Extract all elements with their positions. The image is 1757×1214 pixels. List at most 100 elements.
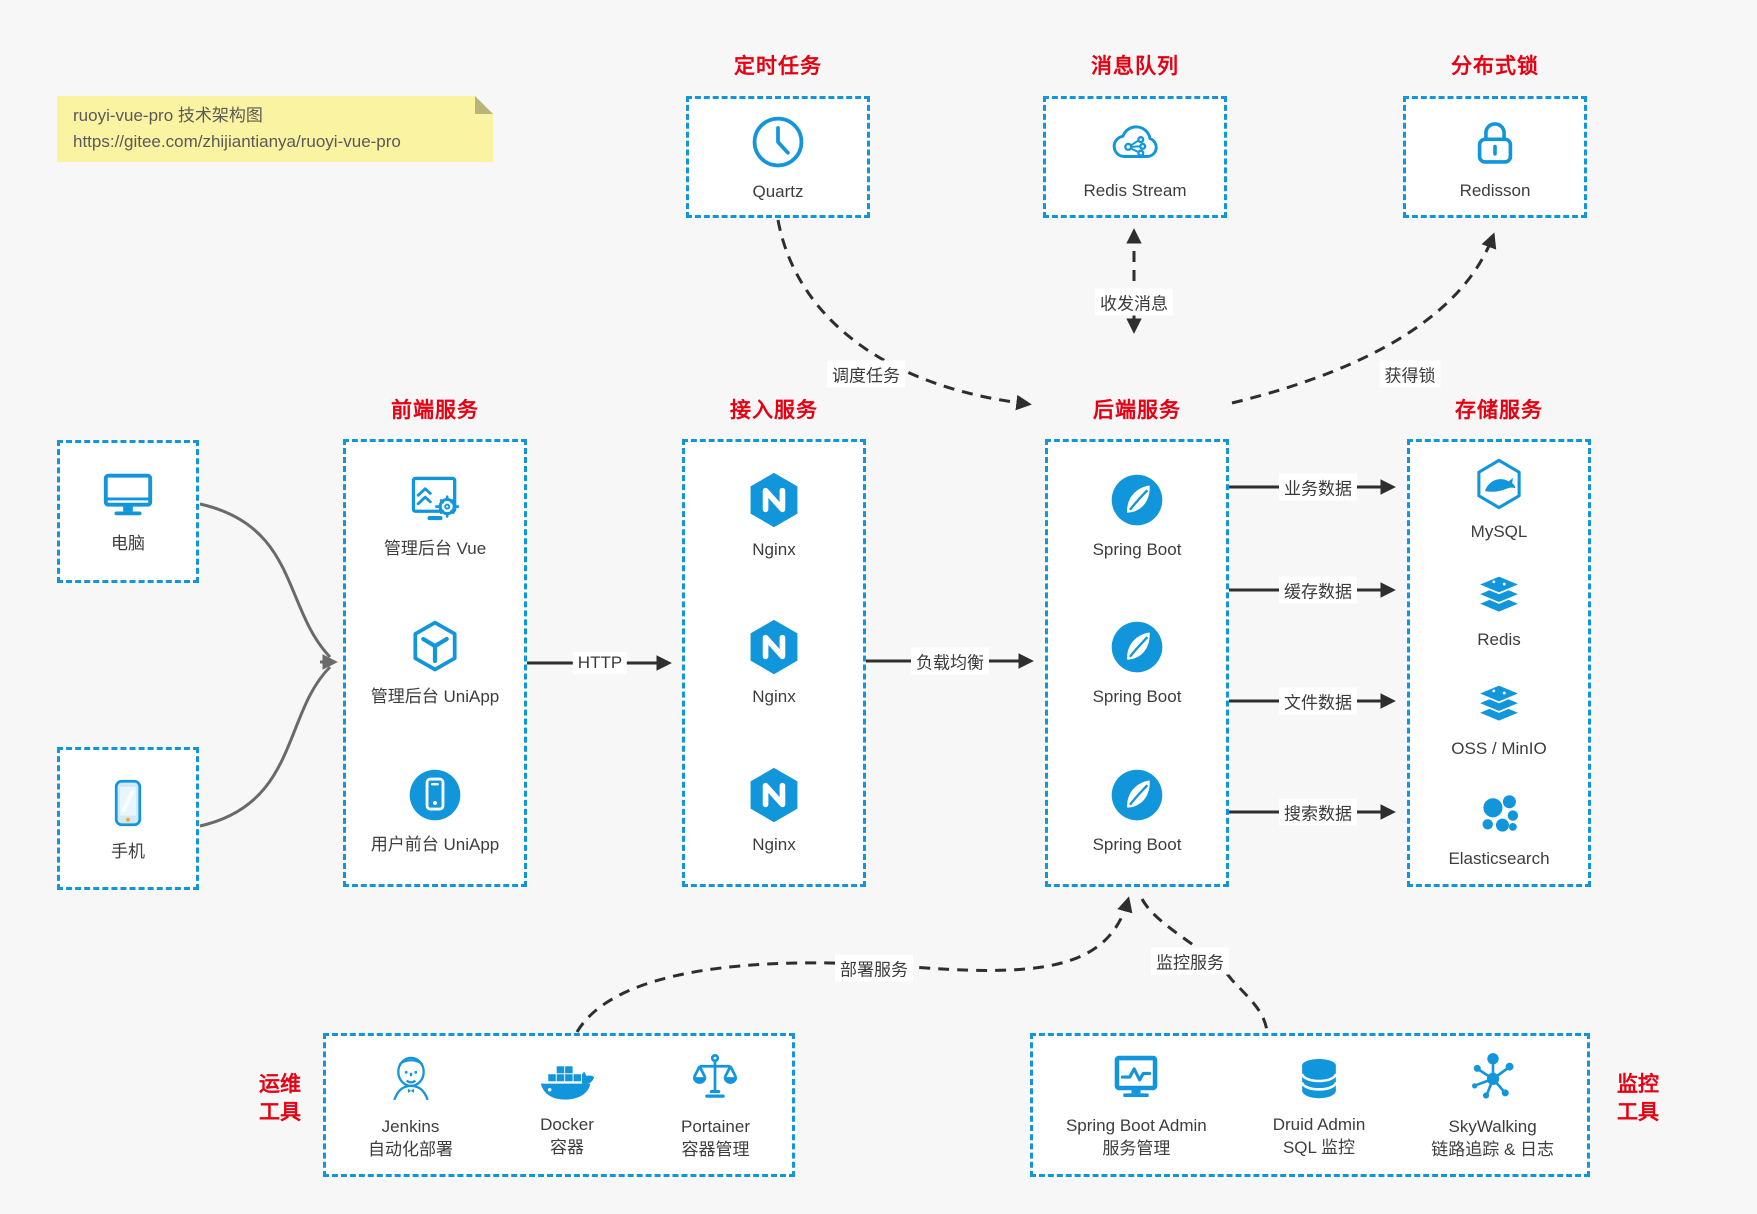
service-docker: Docker 容器 (537, 1051, 597, 1159)
service-mysql: MySQL (1470, 456, 1528, 543)
service-label: MySQL (1470, 521, 1528, 541)
service-label: Portainer 容器管理 (681, 1117, 750, 1159)
service-elasticsearch: Elasticsearch (1448, 787, 1550, 870)
client-phone-curve (199, 665, 332, 828)
section-title-message-queue: 消息队列 (1091, 55, 1179, 78)
service-label: Docker 容器 (540, 1115, 594, 1157)
service-label: Spring Boot (1092, 687, 1182, 707)
note-url: https://gitee.com/zhijiantianya/ruoyi-vu… (73, 132, 401, 151)
service-user-uniapp: 用户前台 UniApp (371, 765, 499, 856)
service-redis: Redis (1471, 570, 1527, 651)
load-balance-label: 负载均衡 (911, 647, 989, 675)
panel-frontend: 管理后台 Vue 管理后台 UniApp 用户前台 UniApp (343, 439, 527, 887)
service-druid-admin: Druid Admin SQL 监控 (1272, 1051, 1366, 1159)
service-jenkins: Jenkins 自动化部署 (368, 1049, 453, 1161)
spring-boot-admin-icon (1107, 1050, 1165, 1106)
service-redisson: Redisson (1459, 113, 1531, 202)
section-title-ops-tools: 运维 工具 (259, 1073, 301, 1124)
note-title: ruoyi-vue-pro 技术架构图 (73, 106, 263, 125)
docker-icon (537, 1051, 597, 1105)
skywalking-icon (1465, 1049, 1521, 1107)
section-title-gateway: 接入服务 (730, 399, 818, 422)
message-label: 收发消息 (1095, 288, 1173, 316)
service-label: Spring Boot (1092, 834, 1182, 854)
service-skywalking: SkyWalking 链路追踪 & 日志 (1431, 1049, 1554, 1161)
service-nginx-3: Nginx (744, 765, 804, 856)
service-spring-boot-admin: Spring Boot Admin 服务管理 (1066, 1050, 1207, 1160)
nginx-icon (744, 470, 804, 530)
service-label: Spring Boot Admin 服务管理 (1065, 1116, 1207, 1158)
section-title-distributed-lock: 分布式锁 (1451, 55, 1539, 78)
client-label: 电脑 (111, 534, 145, 553)
service-label: 管理后台 Vue (383, 538, 487, 558)
section-title-frontend: 前端服务 (391, 399, 479, 422)
mysql-icon (1471, 456, 1527, 512)
service-label: Quartz (752, 181, 804, 201)
druid-icon (1292, 1051, 1346, 1105)
acquire-lock-curve (1231, 232, 1497, 405)
portainer-icon (686, 1049, 744, 1107)
uniapp-cube-icon (405, 617, 465, 677)
client-phone: 手机 (99, 774, 157, 863)
nginx-icon (744, 617, 804, 677)
panel-backend: Spring Boot Spring Boot Spring Boot (1045, 439, 1229, 887)
service-portainer: Portainer 容器管理 (681, 1049, 750, 1161)
panel-client-phone: 手机 (57, 747, 199, 890)
search-data-label: 搜索数据 (1279, 798, 1357, 826)
jenkins-icon (383, 1049, 439, 1107)
schedule-task-label: 调度任务 (827, 360, 905, 388)
service-label: Spring Boot (1092, 540, 1182, 560)
cloud-stream-icon (1104, 113, 1166, 171)
admin-vue-icon (405, 471, 465, 529)
spring-boot-icon (1107, 470, 1167, 530)
spring-boot-icon (1107, 765, 1167, 825)
business-data-label: 业务数据 (1279, 473, 1357, 501)
service-label: Jenkins 自动化部署 (368, 1117, 453, 1159)
service-label: Redis (1477, 630, 1521, 650)
panel-scheduler: Quartz (686, 96, 870, 218)
service-redis-stream: Redis Stream (1084, 113, 1186, 202)
client-pc-curve (199, 502, 332, 659)
sticky-note: ruoyi-vue-pro 技术架构图 https://gitee.com/zh… (57, 96, 493, 162)
file-data-label: 文件数据 (1279, 687, 1357, 715)
client-label: 手机 (111, 842, 145, 861)
panel-storage: MySQL Redis OSS / MinIO Elasticsearch (1407, 439, 1591, 887)
service-nginx-1: Nginx (744, 470, 804, 561)
section-title-monitor-tools: 监控 工具 (1617, 1073, 1659, 1124)
elasticsearch-icon (1471, 787, 1527, 839)
redis-stack-icon (1471, 570, 1527, 620)
spring-boot-icon (1107, 617, 1167, 677)
service-spring-boot-1: Spring Boot (1092, 470, 1182, 561)
acquire-lock-label: 获得锁 (1379, 360, 1441, 388)
service-label: 用户前台 UniApp (370, 834, 500, 854)
panel-client-pc: 电脑 (57, 440, 199, 583)
monitor-label: 监控服务 (1151, 947, 1229, 975)
lock-icon (1466, 113, 1524, 171)
panel-monitor-tools: Spring Boot Admin 服务管理 Druid Admin SQL 监… (1030, 1033, 1590, 1177)
service-spring-boot-2: Spring Boot (1092, 617, 1182, 708)
clock-icon (748, 112, 808, 172)
desktop-icon (97, 468, 159, 524)
service-oss-minio: OSS / MinIO (1451, 679, 1547, 760)
panel-gateway: Nginx Nginx Nginx (682, 439, 866, 887)
service-label: Elasticsearch (1448, 849, 1550, 869)
section-title-scheduler: 定时任务 (734, 55, 822, 78)
service-label: Nginx (752, 687, 796, 707)
service-label: Druid Admin SQL 监控 (1272, 1115, 1366, 1157)
phone-icon (99, 774, 157, 832)
user-app-icon (405, 765, 465, 825)
section-title-backend: 后端服务 (1093, 399, 1181, 422)
service-label: SkyWalking 链路追踪 & 日志 (1431, 1117, 1555, 1159)
client-pc: 电脑 (97, 468, 159, 555)
service-label: Redisson (1459, 180, 1531, 200)
http-label: HTTP (572, 652, 628, 674)
service-label: Nginx (752, 834, 796, 854)
panel-distributed-lock: Redisson (1403, 96, 1587, 218)
service-admin-uniapp: 管理后台 UniApp (371, 617, 499, 708)
service-label: Nginx (752, 540, 796, 560)
service-quartz: Quartz (748, 112, 808, 203)
service-label: OSS / MinIO (1451, 738, 1547, 758)
service-admin-vue: 管理后台 Vue (384, 471, 486, 560)
nginx-icon (744, 765, 804, 825)
